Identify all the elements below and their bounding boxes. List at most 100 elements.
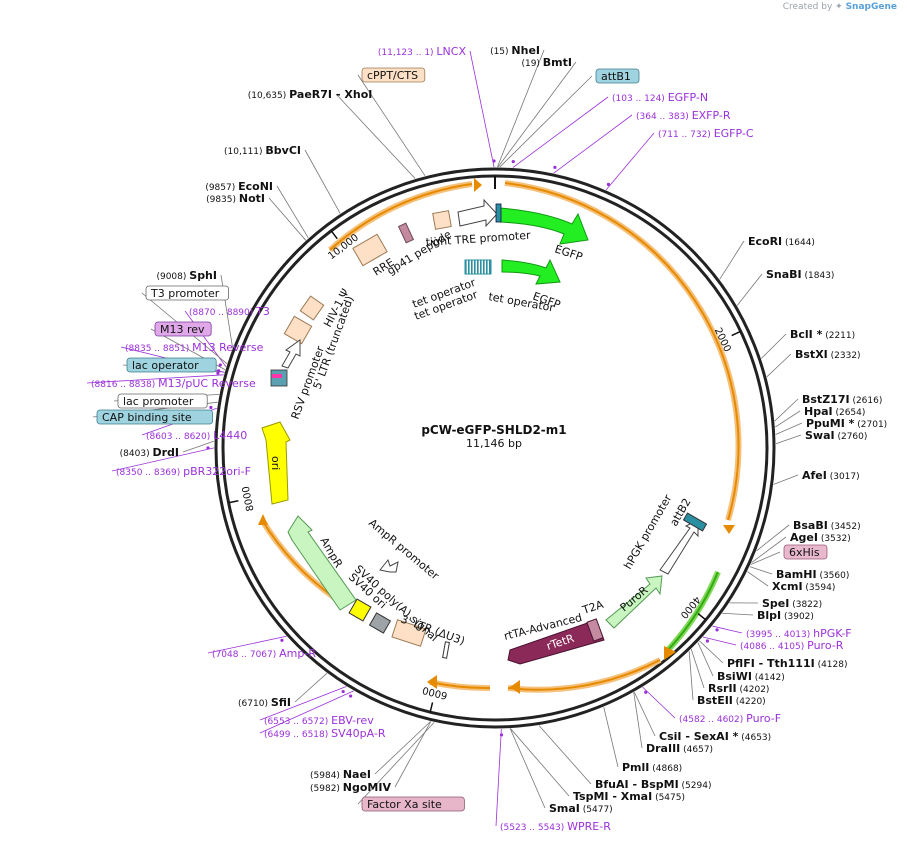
site-label[interactable]: (8835 .. 8851) M13 Reverse bbox=[125, 341, 264, 354]
site-label[interactable]: BstEII (4220) bbox=[697, 694, 766, 707]
site-leader bbox=[766, 353, 792, 378]
site-label[interactable]: (9857) EcoNI bbox=[205, 180, 273, 193]
site-label[interactable]: (10,635) PaeR7I - XhoI bbox=[248, 88, 373, 101]
site-label[interactable]: (15) NheI bbox=[490, 44, 540, 57]
ltr-block bbox=[283, 315, 313, 345]
site-label[interactable]: SpeI (3822) bbox=[762, 597, 822, 610]
site-label[interactable]: attB1 bbox=[595, 68, 640, 84]
site-label[interactable]: BsaBI (3452) bbox=[793, 519, 861, 532]
site-leader bbox=[509, 728, 546, 809]
site-label[interactable]: (5982) NgoMIV bbox=[310, 781, 391, 794]
site-label-text: BsiWI (4142) bbox=[717, 670, 785, 683]
site-label[interactable]: (9835) NotI bbox=[206, 192, 265, 205]
site-label[interactable]: (19) BmtI bbox=[521, 56, 572, 69]
site-position: (3560) bbox=[817, 571, 850, 581]
site-label[interactable]: (8603 .. 8620) L4440 bbox=[146, 429, 247, 442]
ampr-promoter-arrow bbox=[379, 558, 399, 573]
site-label[interactable]: AfeI (3017) bbox=[802, 469, 860, 482]
site-label-text: BstEII (4220) bbox=[697, 694, 766, 707]
site-leader bbox=[751, 536, 787, 563]
site-label[interactable]: PpuMI * (2701) bbox=[806, 417, 887, 430]
site-leader bbox=[774, 410, 801, 428]
site-name: SmaI bbox=[549, 802, 580, 815]
site-position: (6553 .. 6572) bbox=[264, 717, 331, 727]
site-name: RsrII bbox=[708, 682, 737, 695]
site-label[interactable]: (6710) SfiI bbox=[238, 696, 291, 709]
site-label-text: HpaI (2654) bbox=[804, 405, 865, 418]
site-label[interactable]: (8350 .. 8369) pBR322ori-F bbox=[116, 465, 251, 478]
site-leader bbox=[86, 374, 224, 384]
site-label-box bbox=[145, 285, 229, 301]
site-position: (2211) bbox=[822, 331, 855, 341]
site-label[interactable]: BstZ17I (2616) bbox=[802, 393, 882, 406]
site-label[interactable]: SmaI (5477) bbox=[549, 802, 613, 815]
site-position: (5523 .. 5543) bbox=[500, 823, 567, 833]
site-label[interactable]: BlpI (3902) bbox=[757, 609, 814, 622]
site-label-text: (4582 .. 4602) Puro-F bbox=[679, 712, 781, 725]
site-label[interactable]: (103 .. 124) EGFP-N bbox=[612, 91, 708, 104]
site-label[interactable]: SwaI (2760) bbox=[805, 429, 867, 442]
site-label-box bbox=[783, 544, 828, 560]
site-label[interactable]: DraIII (4657) bbox=[646, 742, 713, 755]
site-label[interactable]: (8403) DrdI bbox=[120, 446, 179, 459]
site-label[interactable]: (8870 .. 8890) T3 bbox=[189, 305, 270, 318]
site-label[interactable]: (10,111) BbvCI bbox=[224, 144, 301, 157]
arc-bottom-core bbox=[507, 659, 661, 691]
site-label-text: PpuMI * (2701) bbox=[806, 417, 887, 430]
site-label[interactable]: M13 rev bbox=[154, 321, 212, 337]
site-leader bbox=[722, 612, 754, 616]
site-label[interactable]: CAP binding site bbox=[96, 409, 213, 425]
site-label[interactable]: (7048 .. 7067) Amp-R bbox=[212, 647, 316, 660]
feature-label-puror: PuroR bbox=[618, 583, 651, 614]
site-label[interactable]: lac promoter bbox=[117, 393, 208, 409]
site-label[interactable]: (5523 .. 5543) WPRE-R bbox=[500, 820, 611, 833]
site-label[interactable]: BclI * (2211) bbox=[790, 328, 855, 341]
site-label[interactable]: (4086 .. 4105) Puro-R bbox=[740, 639, 844, 652]
site-label[interactable]: EcoRI (1644) bbox=[748, 235, 815, 248]
site-label[interactable]: AgeI (3532) bbox=[790, 531, 851, 544]
site-leader bbox=[690, 649, 705, 689]
site-label[interactable]: (6499 .. 6518) SV40pA-R bbox=[264, 727, 386, 740]
site-label[interactable]: BamHI (3560) bbox=[776, 568, 849, 581]
site-label[interactable]: SnaBI (1843) bbox=[766, 268, 834, 281]
site-label[interactable]: (3995 .. 4013) hPGK-F bbox=[746, 627, 852, 640]
site-label[interactable]: XcmI (3594) bbox=[772, 580, 835, 593]
site-label[interactable]: CsiI - SexAI * (4653) bbox=[659, 730, 771, 743]
site-leader bbox=[633, 692, 643, 749]
site-label[interactable]: Factor Xa site bbox=[361, 796, 465, 812]
site-label[interactable]: cPPT/CTS bbox=[361, 67, 426, 83]
site-label[interactable]: (6553 .. 6572) EBV-rev bbox=[264, 714, 374, 727]
site-position: (9857) bbox=[205, 183, 238, 193]
site-label[interactable]: BfuAI - BspMI (5294) bbox=[595, 778, 711, 791]
site-label-name: T3 promoter bbox=[150, 287, 220, 300]
site-name: EcoRI bbox=[748, 235, 782, 248]
site-position: (4657) bbox=[680, 745, 713, 755]
site-label[interactable]: (11,123 .. 1) LNCX bbox=[378, 45, 467, 58]
site-label[interactable]: 6xHis bbox=[783, 544, 828, 560]
site-label[interactable]: PmlI (4868) bbox=[622, 761, 682, 774]
site-name: BstZ17I bbox=[802, 393, 850, 406]
site-label[interactable]: BsiWI (4142) bbox=[717, 670, 785, 683]
site-label[interactable]: T3 promoter bbox=[145, 285, 229, 301]
site-position: (10,111) bbox=[224, 147, 265, 157]
site-label[interactable]: (8816 .. 8838) M13/pUC Reverse bbox=[91, 377, 256, 390]
site-label[interactable]: TspMI - XmaI (5475) bbox=[573, 790, 685, 803]
primer-mark bbox=[349, 694, 353, 698]
site-leader bbox=[111, 447, 215, 472]
feature-label-ori: ori bbox=[269, 456, 282, 470]
site-label[interactable]: (711 .. 732) EGFP-C bbox=[658, 127, 754, 140]
ltr-du3-marker bbox=[442, 641, 450, 659]
tight-tre-arrow bbox=[457, 198, 498, 228]
site-label[interactable]: PflFI - Tth111I (4128) bbox=[727, 657, 848, 670]
site-label[interactable]: RsrII (4202) bbox=[708, 682, 769, 695]
site-label[interactable]: lac operator bbox=[126, 357, 217, 373]
site-label-text: SnaBI (1843) bbox=[766, 268, 834, 281]
site-label[interactable]: HpaI (2654) bbox=[804, 405, 865, 418]
site-label[interactable]: (364 .. 383) EXFP-R bbox=[636, 109, 731, 122]
site-label[interactable]: (9008) SphI bbox=[156, 269, 217, 282]
site-position: (364 .. 383) bbox=[636, 112, 692, 122]
site-label[interactable]: (5984) NaeI bbox=[310, 768, 371, 781]
site-label[interactable]: (4582 .. 4602) Puro-F bbox=[679, 712, 781, 725]
site-leader bbox=[510, 728, 570, 797]
site-label[interactable]: BstXI (2332) bbox=[795, 348, 861, 361]
